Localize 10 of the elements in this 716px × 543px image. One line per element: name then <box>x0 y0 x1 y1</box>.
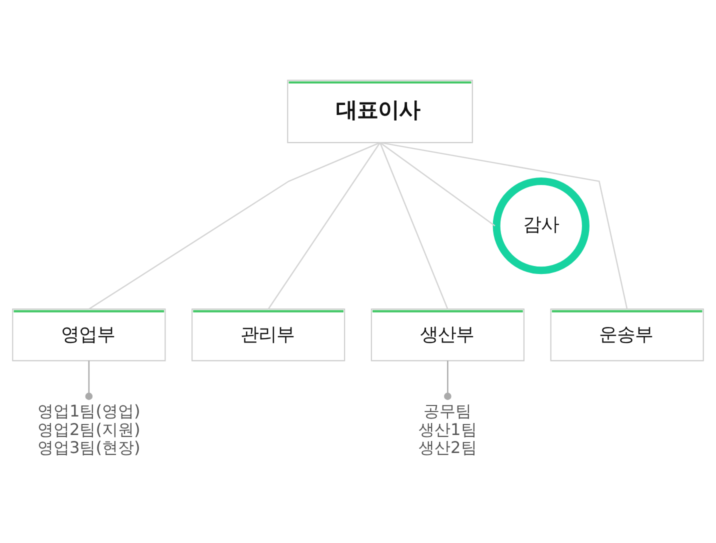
connector <box>380 142 628 310</box>
connector <box>85 360 93 400</box>
connector <box>380 142 496 226</box>
connector <box>88 142 380 310</box>
node-circle: 감사 <box>492 178 590 274</box>
connector <box>379 142 448 310</box>
node-text: 공무팀 생산1팀 생산2팀 <box>418 402 477 458</box>
connector <box>444 360 452 400</box>
node-text: 영업1팀(영업) 영업2팀(지원) 영업3팀(현장) <box>38 402 140 458</box>
connector <box>268 142 381 310</box>
